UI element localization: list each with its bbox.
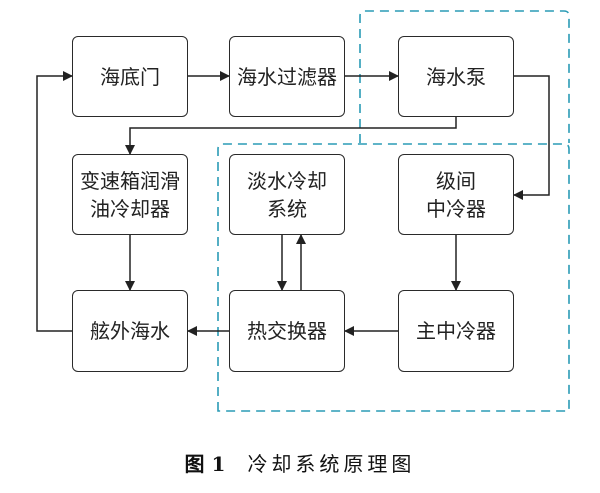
node-main-intercooler: 主中冷器: [398, 290, 514, 372]
node-seawater-pump: 海水泵: [398, 36, 514, 117]
figure-title: 冷却系统原理图: [247, 452, 416, 476]
figure-number: 图 1: [184, 452, 226, 476]
figure-caption: 图 1 冷却系统原理图: [0, 448, 600, 477]
node-sea-chest: 海底门: [72, 36, 188, 117]
arrow-overboard-seachest: [36, 71, 73, 332]
group-boundary-cooling: [217, 143, 570, 412]
arrow-pump-gearbox: [125, 117, 457, 155]
node-heat-exchanger: 热交换器: [229, 290, 345, 372]
node-overboard-seawater: 舷外海水: [72, 290, 188, 372]
node-gearbox-oil-cooler: 变速箱润滑 油冷却器: [72, 154, 188, 235]
arrow-pump-intercooler: [513, 75, 550, 200]
node-intercooler: 级间 中冷器: [398, 154, 514, 235]
group-boundary-pump: [359, 10, 570, 143]
node-seawater-filter: 海水过滤器: [229, 36, 345, 117]
node-freshwater-cooling: 淡水冷却 系统: [229, 154, 345, 235]
